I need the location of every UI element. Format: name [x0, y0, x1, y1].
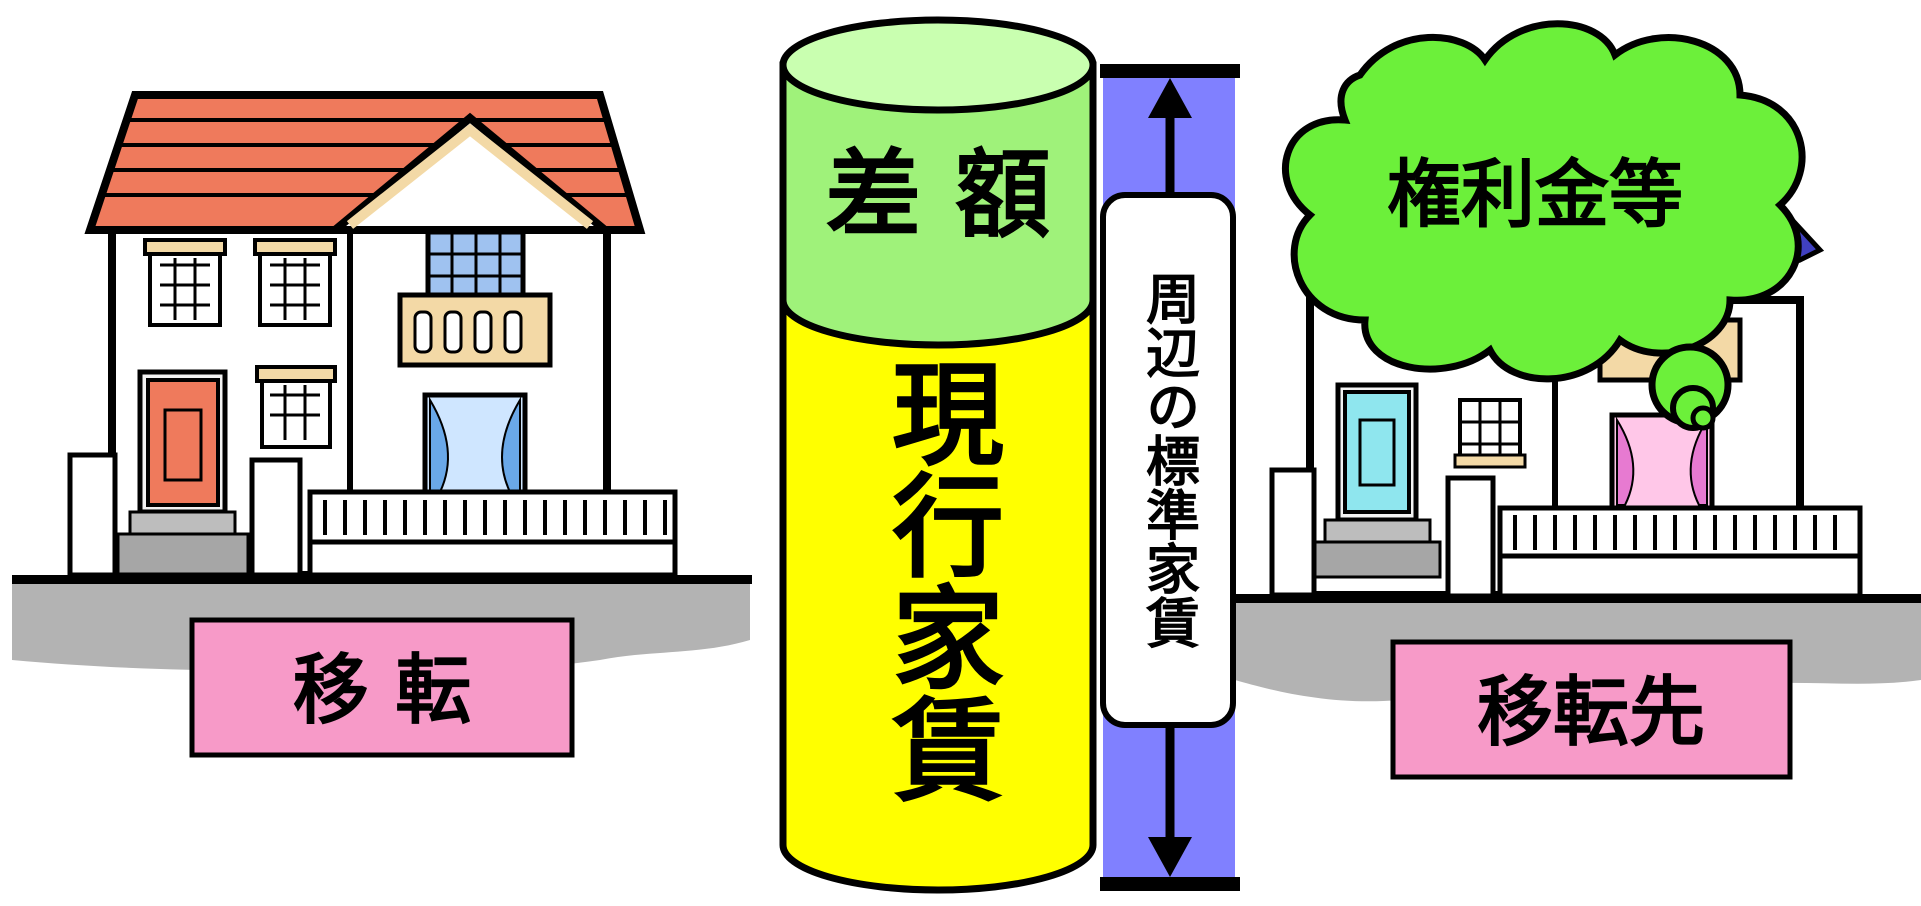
cloud-icon: 権利金等 — [1282, 20, 1806, 431]
standard-rent-band: 周辺の標準家賃 — [1100, 64, 1240, 891]
left-house-label-text: 移 転 — [293, 646, 471, 735]
left-house-label: 移 転 — [189, 617, 575, 758]
difference-label: 差 額 — [825, 139, 1050, 251]
standard-rent-label: 周辺の標準家賃 — [1137, 271, 1201, 649]
rent-cylinder: 差 額 現行家賃 — [779, 16, 1097, 894]
left-house-icon — [12, 91, 752, 671]
right-house-label-text: 移転先 — [1477, 668, 1705, 757]
current-rent-label: 現行家賃 — [873, 356, 1005, 804]
key-money-label: 権利金等 — [1387, 152, 1683, 238]
right-house-label: 移転先 — [1390, 639, 1793, 780]
